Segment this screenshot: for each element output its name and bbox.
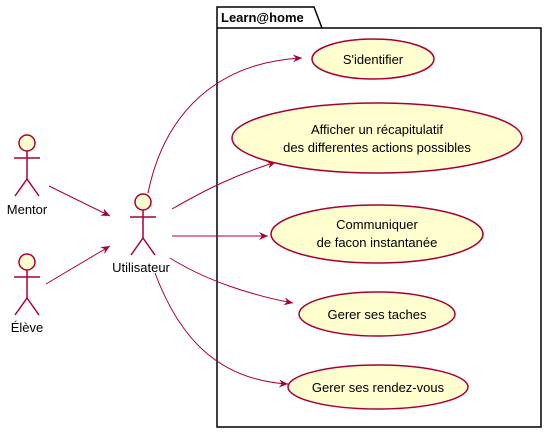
arrow-eleve-to-utilisateur bbox=[45, 245, 111, 285]
usecase-taches: Gerer ses taches bbox=[298, 291, 456, 337]
arrow-mentor-to-utilisateur bbox=[48, 185, 111, 217]
actor-utilisateur-label: Utilisateur bbox=[112, 260, 170, 275]
actor-mentor: Mentor bbox=[7, 134, 48, 217]
actor-utilisateur: Utilisateur bbox=[112, 193, 171, 275]
usecase-communiquer-label-line1: Communiquer bbox=[336, 217, 418, 232]
usecase-recap-label-line2: des differentes actions possibles bbox=[283, 140, 471, 155]
usecase-recap-label-line1: Afficher un récapitulatif bbox=[311, 122, 443, 137]
actor-mentor-label: Mentor bbox=[7, 202, 48, 217]
usecase-identifier-label: S'identifier bbox=[343, 52, 404, 67]
actor-eleve: Élève bbox=[11, 253, 44, 335]
usecase-rdv: Gerer ses rendez-vous bbox=[287, 364, 469, 410]
arrow-to-taches bbox=[169, 257, 294, 306]
usecase-communiquer: Communiquer de facon instantanée bbox=[270, 204, 484, 264]
usecase-rdv-label: Gerer ses rendez-vous bbox=[312, 380, 445, 395]
arrow-to-identifier bbox=[147, 54, 303, 194]
package-title: Learn@home bbox=[221, 10, 304, 25]
usecase-recap: Afficher un récapitulatif des differente… bbox=[231, 102, 523, 174]
usecase-communiquer-label-line2: de facon instantanée bbox=[317, 235, 438, 250]
usecase-identifier: S'identifier bbox=[311, 38, 435, 80]
arrow-to-recap bbox=[171, 160, 277, 210]
usecase-taches-label: Gerer ses taches bbox=[328, 307, 427, 322]
arrow-to-rdv bbox=[154, 272, 289, 388]
actor-eleve-label: Élève bbox=[11, 320, 44, 335]
